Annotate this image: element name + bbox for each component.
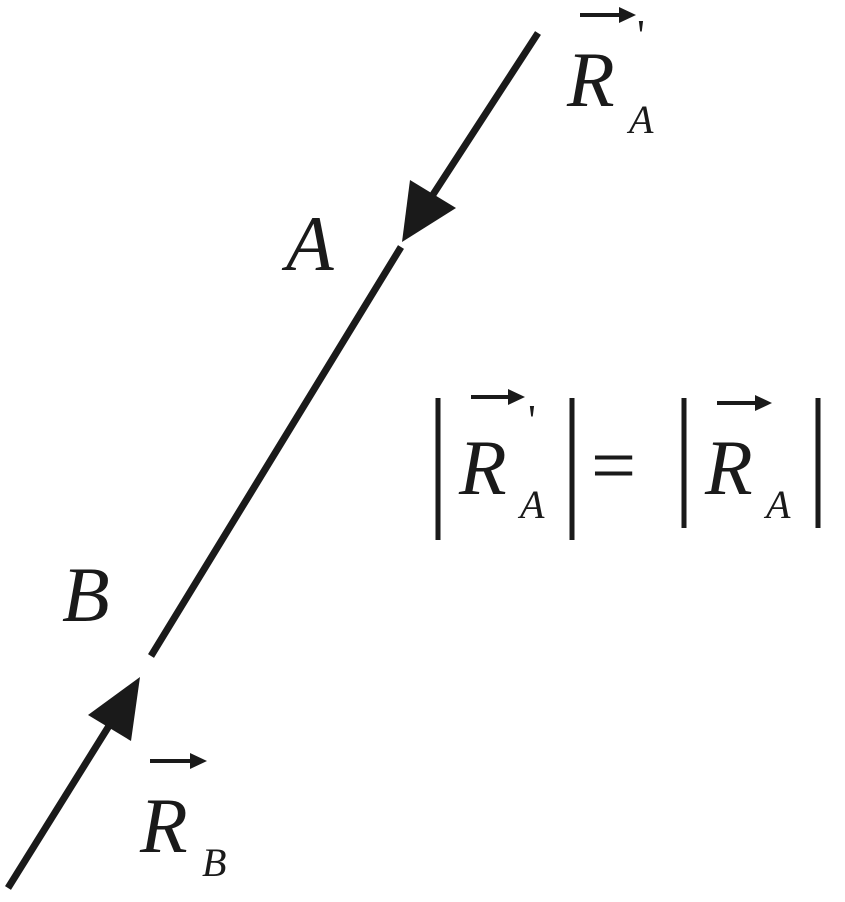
equation-rhs-subscript: A xyxy=(763,482,791,527)
vector-arrow-tip-icon xyxy=(755,395,772,411)
magnitude-equation: R ' A = R A xyxy=(435,389,821,540)
force-line-rb xyxy=(5,711,120,890)
vector-arrow-tip-icon xyxy=(190,753,207,769)
arrowhead-ra-prime xyxy=(402,180,456,242)
point-label-b: B xyxy=(62,551,110,638)
equation-lhs-prime: ' xyxy=(528,396,536,445)
force-line-ra-prime xyxy=(420,31,541,212)
vector-arrow-tip-icon xyxy=(508,389,525,405)
vector-subscript: B xyxy=(202,840,226,885)
vector-label-rb: R B xyxy=(139,753,226,885)
vector-subscript: A xyxy=(626,97,654,142)
equation-lhs-subscript: A xyxy=(517,482,545,527)
vector-arrow-tip-icon xyxy=(619,7,636,23)
equation-lhs-symbol: R xyxy=(458,424,507,511)
vector-label-ra-prime: R ' A xyxy=(566,7,654,142)
vector-prime-mark: ' xyxy=(637,11,645,60)
arrowhead-rb xyxy=(88,677,140,741)
rod-ab xyxy=(148,245,404,658)
vector-symbol: R xyxy=(566,36,615,123)
point-label-a: A xyxy=(281,200,334,287)
equals-sign: = xyxy=(591,422,636,510)
vector-symbol: R xyxy=(139,782,188,869)
equation-rhs-symbol: R xyxy=(704,424,753,511)
